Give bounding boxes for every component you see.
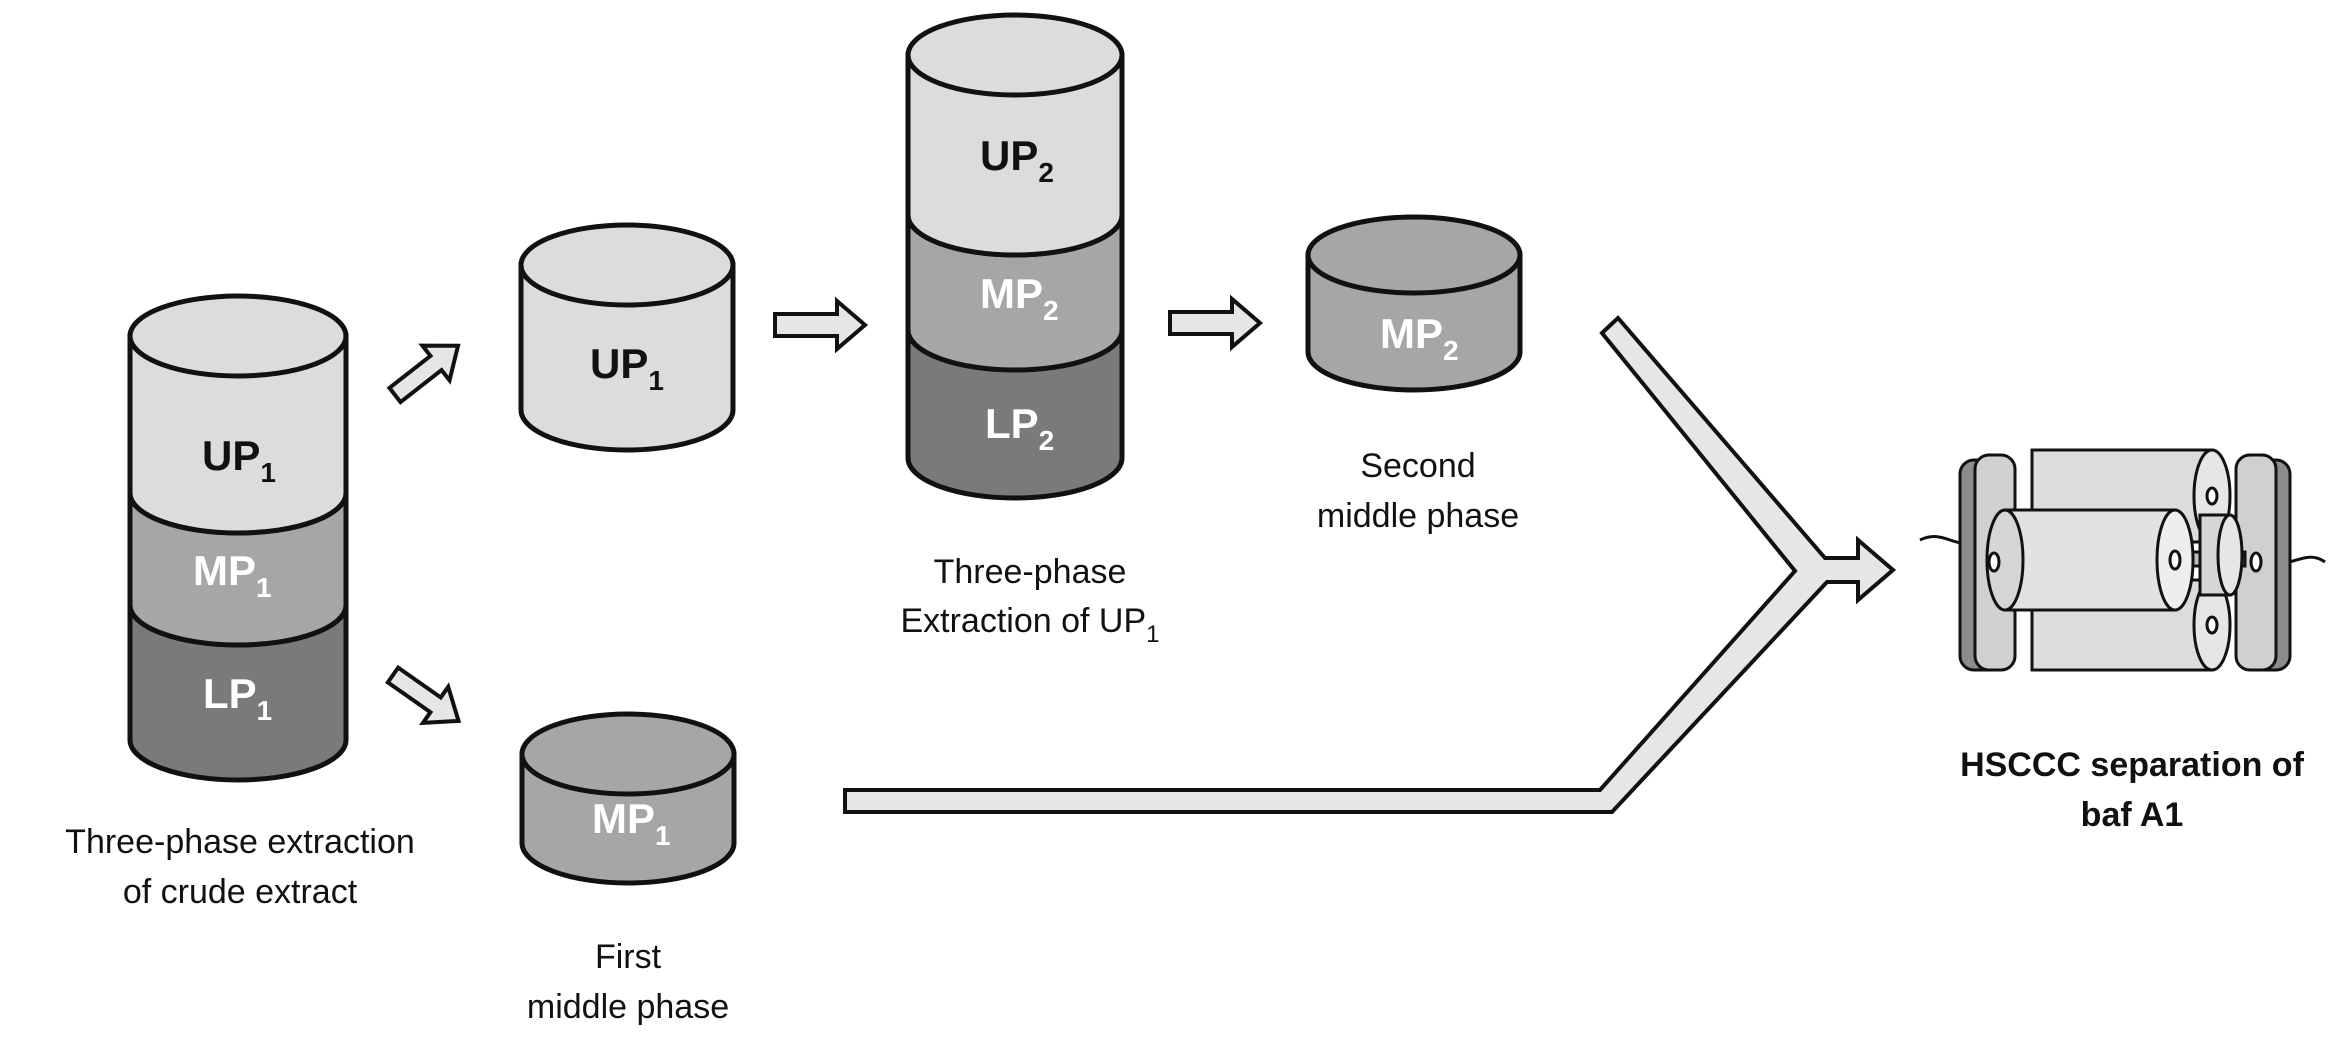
- second-extraction-cylinder: [905, 12, 1125, 501]
- mp1-cylinder: [519, 711, 737, 886]
- hsccc-caption-line2: baf A1: [2081, 796, 2184, 834]
- crude-up-label: UP1: [202, 432, 276, 488]
- arrow-right-icon: [773, 296, 869, 354]
- second-upper-phase: [905, 52, 1125, 258]
- mp2-caption-line2: middle phase: [1317, 497, 1519, 535]
- crude-caption-line2: of crude extract: [123, 873, 358, 911]
- crude-mp-label: MP1: [193, 547, 272, 603]
- mp2-cylinder: [1305, 214, 1523, 393]
- crude-cylinder-top: [127, 293, 349, 379]
- up1-cylinder: [518, 222, 736, 453]
- mp1-label: MP1: [592, 795, 671, 851]
- mp1-caption-line2: middle phase: [527, 988, 729, 1026]
- crude-lp-label: LP1: [203, 670, 272, 726]
- arrow-right-icon: [1168, 294, 1264, 352]
- second-cylinder-top: [905, 12, 1125, 98]
- hsccc-caption-line1: HSCCC separation of: [1960, 746, 2304, 784]
- merge-arrow-icon: [843, 315, 1897, 814]
- up1-label: UP1: [590, 340, 664, 396]
- mp2-caption-line1: Second: [1360, 447, 1475, 485]
- mp2-label: MP2: [1380, 310, 1459, 366]
- second-mp-label: MP2: [980, 270, 1059, 326]
- crude-caption-line1: Three-phase extraction: [65, 823, 415, 861]
- second-up-label: UP2: [980, 132, 1054, 188]
- hsccc-coil-column-icon: [1919, 448, 2326, 672]
- crude-extract-cylinder: [127, 293, 349, 783]
- mp1-caption-line1: First: [595, 938, 662, 976]
- second-caption-line1: Three-phase: [934, 553, 1127, 591]
- arrow-down-right-icon: [385, 664, 462, 726]
- arrow-up-right-icon: [386, 343, 461, 405]
- crude-upper-phase: [127, 333, 349, 536]
- second-caption-line2: Extraction of UP1: [900, 602, 1159, 648]
- second-lp-label: LP2: [985, 400, 1054, 456]
